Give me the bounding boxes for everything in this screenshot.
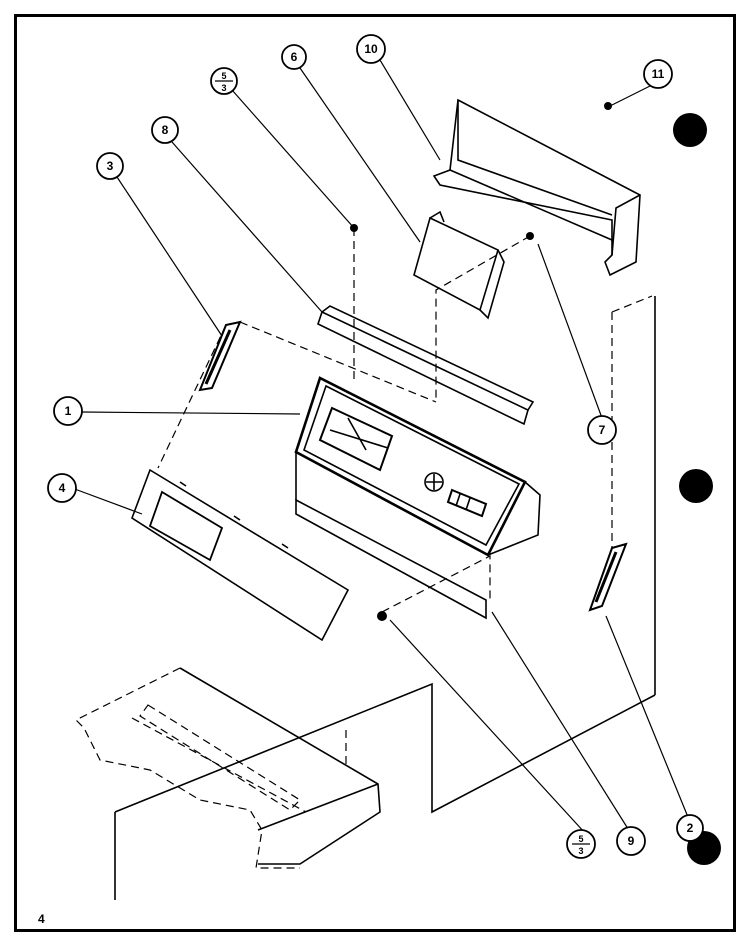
callout-5-3-bottom: 5 3 [566,829,596,859]
part-3-end-cap [198,320,242,392]
svg-text:6: 6 [291,50,298,64]
diagram-frame [14,14,736,932]
page-number: 4 [38,912,45,926]
svg-text:2: 2 [687,821,694,835]
callout-7: 7 [587,415,617,445]
svg-text:3: 3 [107,159,114,173]
callout-9: 9 [616,826,646,856]
svg-text:11: 11 [652,67,665,81]
part-10-top-trim [432,98,641,277]
svg-text:3: 3 [221,83,226,93]
callout-3: 3 [96,152,124,180]
hidden-lines [74,228,653,869]
svg-text:1: 1 [65,404,72,418]
svg-text:5: 5 [221,71,226,81]
callout-10: 10 [356,34,386,64]
binder-holes [673,113,721,865]
svg-text:3: 3 [578,846,583,856]
svg-text:7: 7 [599,423,606,437]
base-cabinet-outline [114,296,656,900]
callout-1: 1 [53,396,83,426]
part-4-front-panel [131,468,350,642]
svg-text:4: 4 [59,481,66,495]
svg-text:9: 9 [628,834,635,848]
callout-4: 4 [47,473,77,503]
callout-2: 2 [676,814,704,842]
leader-lines [71,59,691,834]
callout-11: 11 [643,59,673,89]
svg-text:8: 8 [162,123,169,137]
part-9-strip [295,498,487,620]
svg-text:5: 5 [578,834,583,844]
fasteners [350,102,612,621]
part-2-end-cap [588,542,628,612]
callout-5-3-top: 5 3 [210,67,238,95]
svg-text:10: 10 [364,42,378,56]
part-8-strip [317,305,535,426]
callout-6: 6 [281,44,307,70]
part-6-bracket [413,210,505,320]
part-1-control-console [294,376,541,557]
callout-8: 8 [151,116,179,144]
callouts: 10 11 6 5 3 8 3 [47,34,704,859]
